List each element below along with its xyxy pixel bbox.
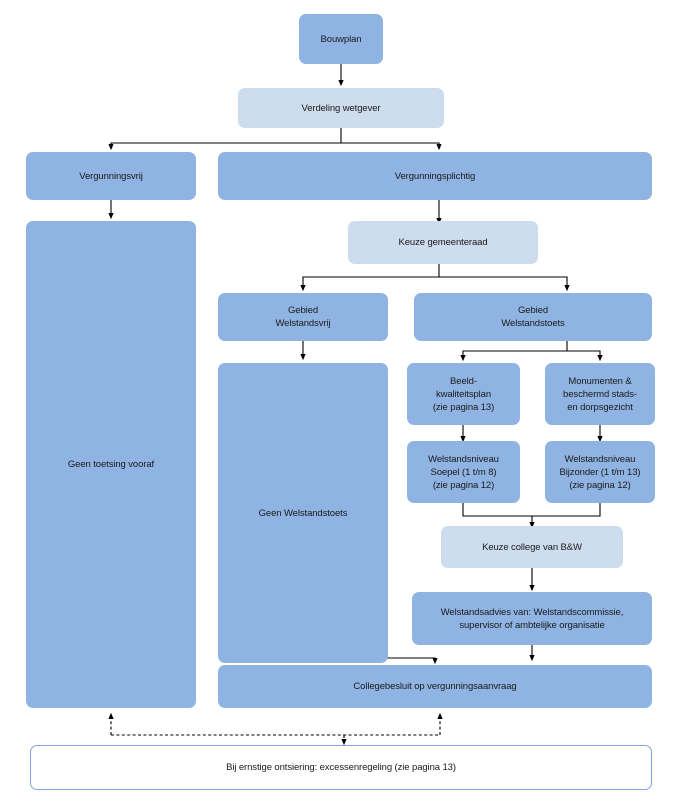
node-welstandsniveau-bijzonder[interactable]: Welstandsniveau Bijzonder (1 t/m 13) (zi… xyxy=(545,441,655,503)
node-welstandsniveau-soepel[interactable]: Welstandsniveau Soepel (1 t/m 8) (zie pa… xyxy=(407,441,520,503)
node-beeldkwaliteitsplan[interactable]: Beeld- kwaliteitsplan (zie pagina 13) xyxy=(407,363,520,425)
edge-verdeling-vergunningsplichtig xyxy=(341,142,442,151)
edge-keuzeraad-gebiedvrij xyxy=(300,264,440,292)
edge-gebiedtoets-beeldkwaliteit xyxy=(460,341,568,362)
node-geen-welstandstoets[interactable]: Geen Welstandstoets xyxy=(218,363,388,663)
node-welstandsadvies[interactable]: Welstandsadvies van: Welstandscommissie,… xyxy=(412,592,652,645)
node-bouwplan[interactable]: Bouwplan xyxy=(299,14,383,64)
node-monumenten-beschermd-stadsgezicht[interactable]: Monumenten & beschermd stads- en dorpsge… xyxy=(545,363,655,425)
node-keuze-college-van-bw[interactable]: Keuze college van B&W xyxy=(441,526,623,568)
node-vergunningsplichtig[interactable]: Vergunningsplichtig xyxy=(218,152,652,200)
node-collegebesluit[interactable]: Collegebesluit op vergunningsaanvraag xyxy=(218,665,652,708)
node-gebied-welstandstoets[interactable]: Gebied Welstandstoets xyxy=(414,293,652,341)
edge-gebiedtoets-monumenten xyxy=(567,350,603,362)
node-excessenregeling[interactable]: Bij ernstige ontsiering: excessenregelin… xyxy=(30,745,652,790)
edge-bijzonder-keuzebw xyxy=(532,503,601,517)
node-vergunningsvrij[interactable]: Vergunningsvrij xyxy=(26,152,196,200)
edge-keuzeraad-gebiedtoets xyxy=(439,276,570,292)
node-keuze-gemeenteraad[interactable]: Keuze gemeenteraad xyxy=(348,221,538,264)
node-verdeling-wetgever[interactable]: Verdeling wetgever xyxy=(238,88,444,128)
edge-verdeling-vergunningsvrij xyxy=(108,128,342,151)
edge-soepel-keuzebw xyxy=(462,503,535,529)
node-geen-toetsing-vooraf[interactable]: Geen toetsing vooraf xyxy=(26,221,196,708)
node-gebied-welstandsvrij[interactable]: Gebied Welstandsvrij xyxy=(218,293,388,341)
